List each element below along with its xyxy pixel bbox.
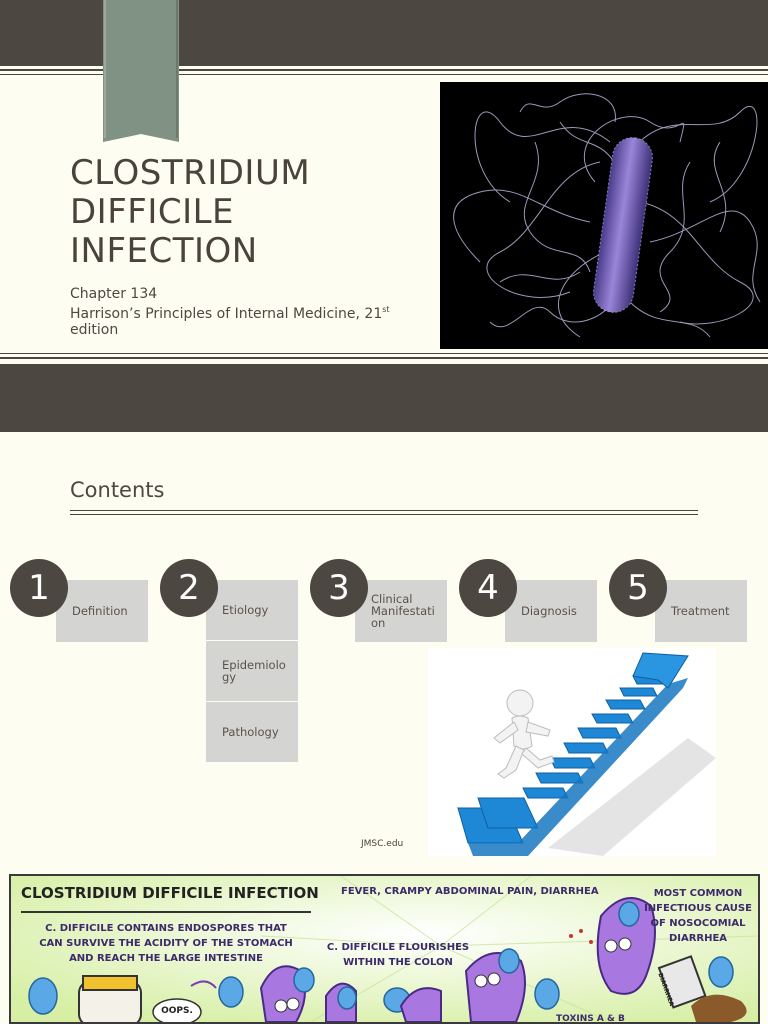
step-2-label-epidemiology: Epidemiolo gy [222, 658, 286, 684]
title-line-3: INFECTION [70, 231, 258, 271]
bacterium-image [440, 82, 768, 349]
comic-colon: C. DIFFICILE FLOURISHES WITHIN THE COLON [323, 940, 473, 970]
step-3-number: 3 [310, 559, 368, 617]
step-2-label-etiology: Etiology [222, 603, 269, 617]
comic-infographic: CLOSTRIDIUM DIFFICILE INFECTION FEVER, C… [9, 874, 760, 1024]
comic-symptoms: FEVER, CRAMPY ABDOMINAL PAIN, DIARRHEA [341, 886, 599, 897]
comic-nosocomial-2: INFECTIOUS CAUSE [644, 903, 752, 914]
step-2-number: 2 [160, 559, 218, 617]
comic-title: CLOSTRIDIUM DIFFICILE INFECTION [21, 884, 319, 902]
title-slide-bottom-band [0, 364, 768, 432]
bottom-divider-line-thin [0, 353, 768, 354]
comic-nosocomial: MOST COMMON INFECTIOUS CAUSE OF NOSOCOMI… [639, 886, 757, 946]
subtitle-book-text: Harrison’s Principles of Internal Medici… [70, 306, 383, 322]
bottom-divider-line [0, 357, 768, 359]
slide-title: CLOSTRIDIUM DIFFICILE INFECTION [70, 154, 430, 271]
step-3-label: Clinical Manifestati on [371, 592, 435, 630]
step-4-label: Diagnosis [521, 604, 577, 618]
subtitle-superscript: st [382, 305, 390, 314]
comic-nosocomial-1: MOST COMMON [653, 888, 743, 899]
slide-subtitle: Chapter 134 Harrison’s Principles of Int… [70, 286, 430, 338]
step-2-label-pathology: Pathology [222, 725, 279, 739]
contents-rule-2 [70, 514, 698, 515]
step-5-label: Treatment [671, 604, 730, 618]
comic-endospores: C. DIFFICILE CONTAINS ENDOSPORES THAT CA… [21, 921, 311, 966]
comic-nosocomial-3: OF NOSOCOMIAL [650, 918, 746, 929]
comic-colon-1: C. DIFFICILE FLOURISHES [326, 942, 470, 953]
top-divider-line-thin [0, 74, 768, 75]
contents-rule [70, 510, 698, 511]
image-credit: JMSC.edu [361, 839, 404, 849]
step-2-etiology[interactable]: Etiology [206, 580, 298, 640]
step-2-pathology[interactable]: Pathology [206, 702, 298, 762]
stairs-image [428, 648, 716, 856]
step-1-definition[interactable]: Definition [56, 580, 148, 642]
step-1-label: Definition [72, 604, 128, 618]
bacterium-illustration [453, 93, 761, 338]
title-line-2: DIFFICILE [70, 192, 235, 232]
stairs-illustration [456, 652, 716, 856]
subtitle-edition: edition [70, 322, 119, 338]
title-line-1: CLOSTRIDIUM [70, 153, 311, 193]
subtitle-chapter: Chapter 134 [70, 286, 158, 302]
comic-nosocomial-4: DIARRHEA [668, 933, 728, 944]
comic-endospores-3: AND REACH THE LARGE INTESTINE [69, 953, 263, 964]
comic-endospores-1: C. DIFFICILE CONTAINS ENDOSPORES THAT [45, 923, 287, 934]
step-2-epidemiology[interactable]: Epidemiolo gy [206, 641, 298, 701]
step-4-diagnosis[interactable]: Diagnosis [505, 580, 597, 642]
step-5-treatment[interactable]: Treatment [655, 580, 747, 642]
comic-oops: OOPS. [161, 1006, 193, 1016]
step-1-number: 1 [10, 559, 68, 617]
bookmark-ribbon [103, 0, 179, 142]
contents-title: Contents [70, 478, 165, 502]
comic-toxins: TOXINS A & B [556, 1014, 625, 1024]
step-5-number: 5 [609, 559, 667, 617]
step-4-number: 4 [459, 559, 517, 617]
comic-endospores-2: CAN SURVIVE THE ACIDITY OF THE STOMACH [39, 938, 293, 949]
step-3-clinical[interactable]: Clinical Manifestati on [355, 580, 447, 642]
comic-colon-2: WITHIN THE COLON [343, 957, 453, 968]
subtitle-book: Harrison’s Principles of Internal Medici… [70, 302, 430, 322]
comic-background [11, 876, 758, 1022]
top-divider-line [0, 69, 768, 71]
